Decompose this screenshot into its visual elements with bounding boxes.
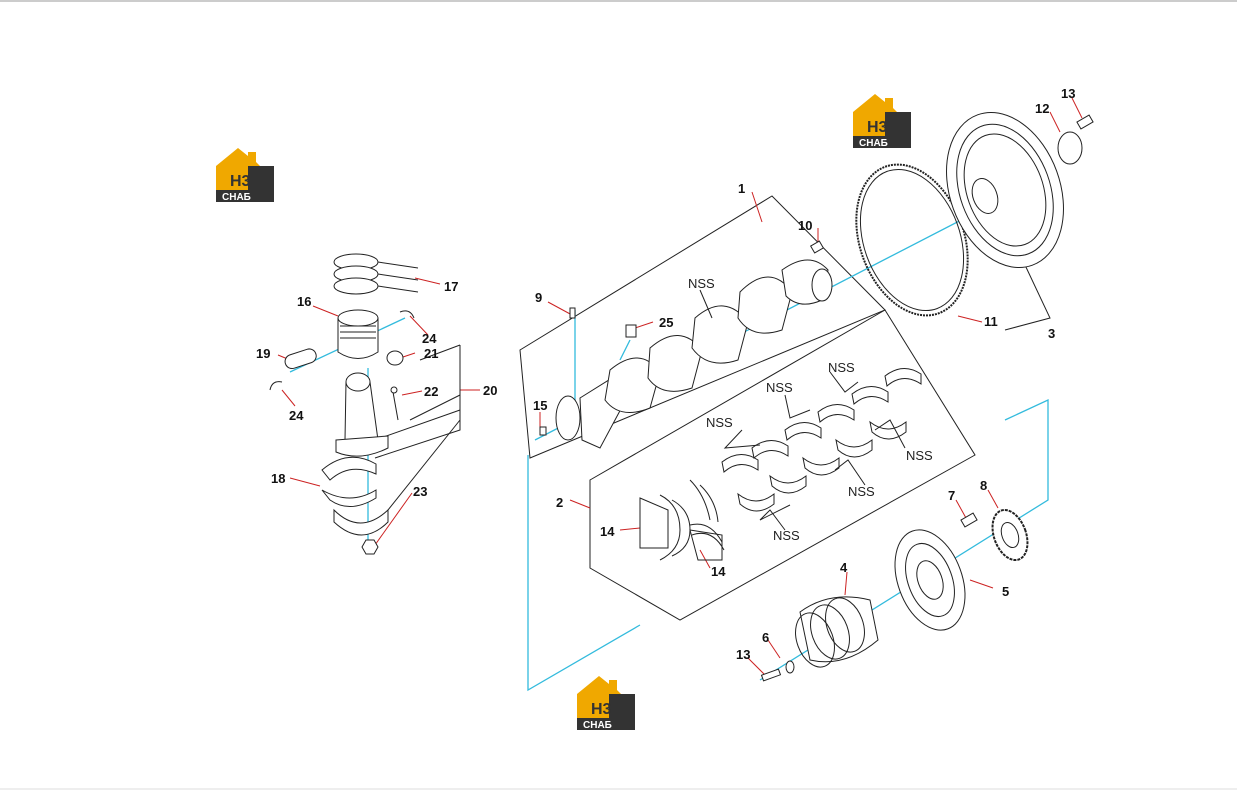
callout-24-left: 24 — [289, 408, 304, 423]
logo-top-left: H3 CHAБ — [216, 148, 274, 203]
crank-web-1 — [604, 357, 661, 413]
crank-web-2 — [647, 335, 703, 392]
pulley-5 — [894, 529, 966, 631]
callout-21: 21 — [424, 346, 438, 361]
washer-12 — [1057, 131, 1083, 165]
logo-text-bottom: CHAБ — [859, 138, 888, 149]
logo-text-bottom: CHAБ — [583, 720, 612, 731]
callout-1: 1 — [738, 181, 745, 196]
piston-ring-3 — [333, 277, 379, 295]
logo-text-top: H3 — [230, 173, 251, 190]
plug-25 — [625, 324, 637, 338]
callout-5: 5 — [1002, 584, 1009, 599]
snap-ring-24-left — [269, 381, 283, 391]
bolt-13-top — [1076, 114, 1094, 130]
logo-text-bottom: CHAБ — [222, 192, 251, 203]
crankshaft — [539, 240, 833, 449]
bearing-shell-lower — [321, 489, 377, 507]
callout-3: 3 — [1048, 326, 1055, 341]
callout-17: 17 — [444, 279, 458, 294]
callout-20: 20 — [483, 383, 497, 398]
callout-22: 22 — [424, 384, 438, 399]
seal-4 — [799, 596, 879, 663]
logo-text-top: H3 — [591, 701, 612, 718]
callout-8: 8 — [980, 478, 987, 493]
callout-6: 6 — [762, 630, 769, 645]
piston-assembly — [269, 253, 419, 555]
damper-hub — [971, 178, 999, 214]
piston-top — [337, 309, 379, 327]
nss-pointers — [699, 289, 906, 531]
dowel-10 — [809, 240, 825, 254]
callout-4: 4 — [840, 560, 848, 575]
nss-label-4: NSS — [706, 415, 733, 430]
callout-9: 9 — [535, 290, 542, 305]
callout-12: 12 — [1035, 101, 1049, 116]
callout-19: 19 — [256, 346, 270, 361]
callout-18: 18 — [271, 471, 285, 486]
front-parts — [760, 508, 1029, 682]
rod-small-end — [345, 372, 371, 392]
callout-2: 2 — [556, 495, 563, 510]
damper-pulley-3 — [946, 112, 1064, 268]
rod-nut — [361, 539, 379, 555]
crank-web-3 — [691, 305, 749, 364]
bolt-13-bottom — [760, 668, 782, 682]
gear-8 — [991, 508, 1029, 562]
piston-pin — [284, 348, 317, 370]
rod-cap — [333, 508, 389, 536]
callout-25: 25 — [659, 315, 673, 330]
damper-assembly — [855, 112, 1094, 317]
callout-14-left: 14 — [600, 524, 615, 539]
pin-9 — [569, 307, 576, 319]
nss-label-2: NSS — [828, 360, 855, 375]
leader-lines — [277, 97, 1083, 676]
washer-6 — [785, 660, 795, 674]
bearing-shell-upper — [321, 456, 377, 481]
crank-web-4 — [737, 276, 793, 334]
callout-16: 16 — [297, 294, 311, 309]
bearing-group-frame — [589, 309, 976, 621]
nss-label-3: NSS — [766, 380, 793, 395]
callout-24-right: 24 — [422, 331, 437, 346]
callout-13-bottom: 13 — [736, 647, 750, 662]
logo-text-top: H3 — [867, 119, 888, 136]
callout-11: 11 — [984, 314, 998, 329]
logo-bottom: H3 CHAБ — [577, 676, 635, 731]
crank-rear-flange — [811, 268, 833, 302]
callout-7: 7 — [948, 488, 955, 503]
bushing — [386, 350, 404, 366]
callout-14-right: 14 — [711, 564, 726, 579]
crank-front-nose — [555, 395, 581, 441]
nss-label-1: NSS — [688, 276, 715, 291]
bolt-7 — [960, 512, 978, 528]
nss-label-6: NSS — [848, 484, 875, 499]
main-bearings — [639, 368, 922, 561]
nss-label-5: NSS — [906, 448, 933, 463]
callout-23: 23 — [413, 484, 427, 499]
callout-13-top: 13 — [1061, 86, 1075, 101]
nss-label-7: NSS — [773, 528, 800, 543]
logo-top-right: H3 CHAБ — [853, 94, 911, 149]
dowel-pin-15 — [539, 426, 547, 436]
callout-10: 10 — [798, 218, 812, 233]
callout-15: 15 — [533, 398, 547, 413]
rod-cap-top — [335, 435, 389, 457]
rod-bolt — [390, 386, 398, 394]
snap-ring-24-right — [399, 310, 415, 319]
bracket-lines — [374, 264, 1051, 521]
